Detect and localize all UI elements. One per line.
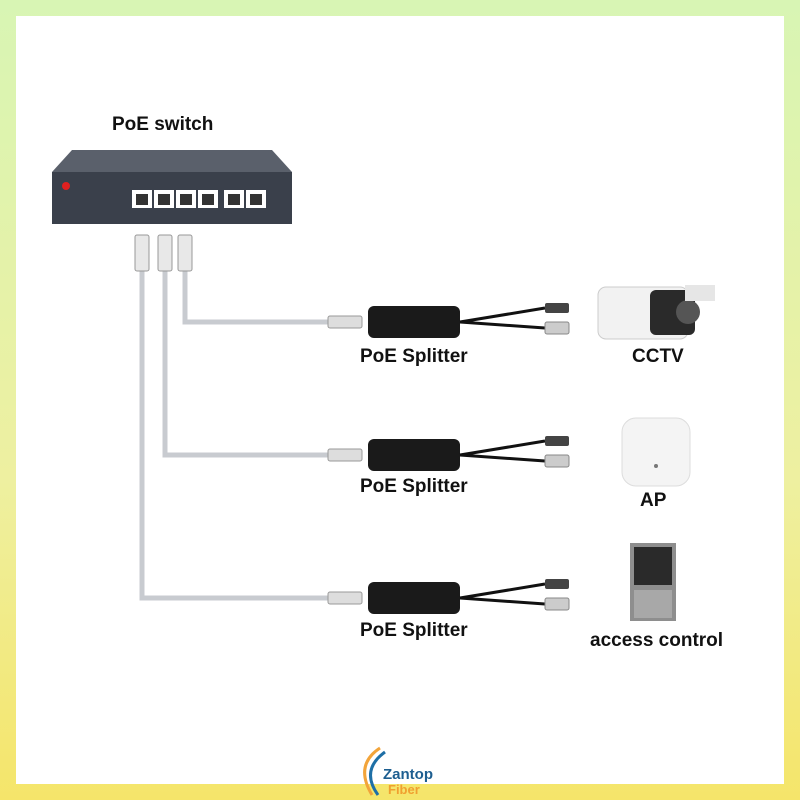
ethernet-cables [139,270,330,601]
zantop-logo [363,746,386,796]
splitter-label: PoE Splitter [360,346,468,367]
svg-text:Zantop: Zantop [383,766,433,783]
access-point-icon [621,417,691,487]
poe-switch-icon [52,150,292,224]
poe-splitter-icon [327,436,570,471]
splitter-label: PoE Splitter [360,620,468,641]
cable-ap [162,270,330,458]
device-label-access-control: access control [590,630,724,651]
poe-splitter-icon [327,579,570,614]
cable-cctv [182,270,330,325]
svg-text:Fiber: Fiber [388,782,420,797]
device-label-ap: AP [640,490,667,511]
device-label-cctv: CCTV [632,346,684,367]
rj45-plug-icon [157,234,173,272]
rj45-plug-icon [177,234,193,272]
rj45-plug-icon [134,234,150,272]
splitter-label: PoE Splitter [360,476,468,497]
poe-splitter-icon [327,303,570,338]
access-control-panel-icon [630,543,676,621]
cctv-camera-icon [597,285,715,340]
switch-title: PoE switch [112,114,214,135]
cable-access-control [139,270,330,601]
